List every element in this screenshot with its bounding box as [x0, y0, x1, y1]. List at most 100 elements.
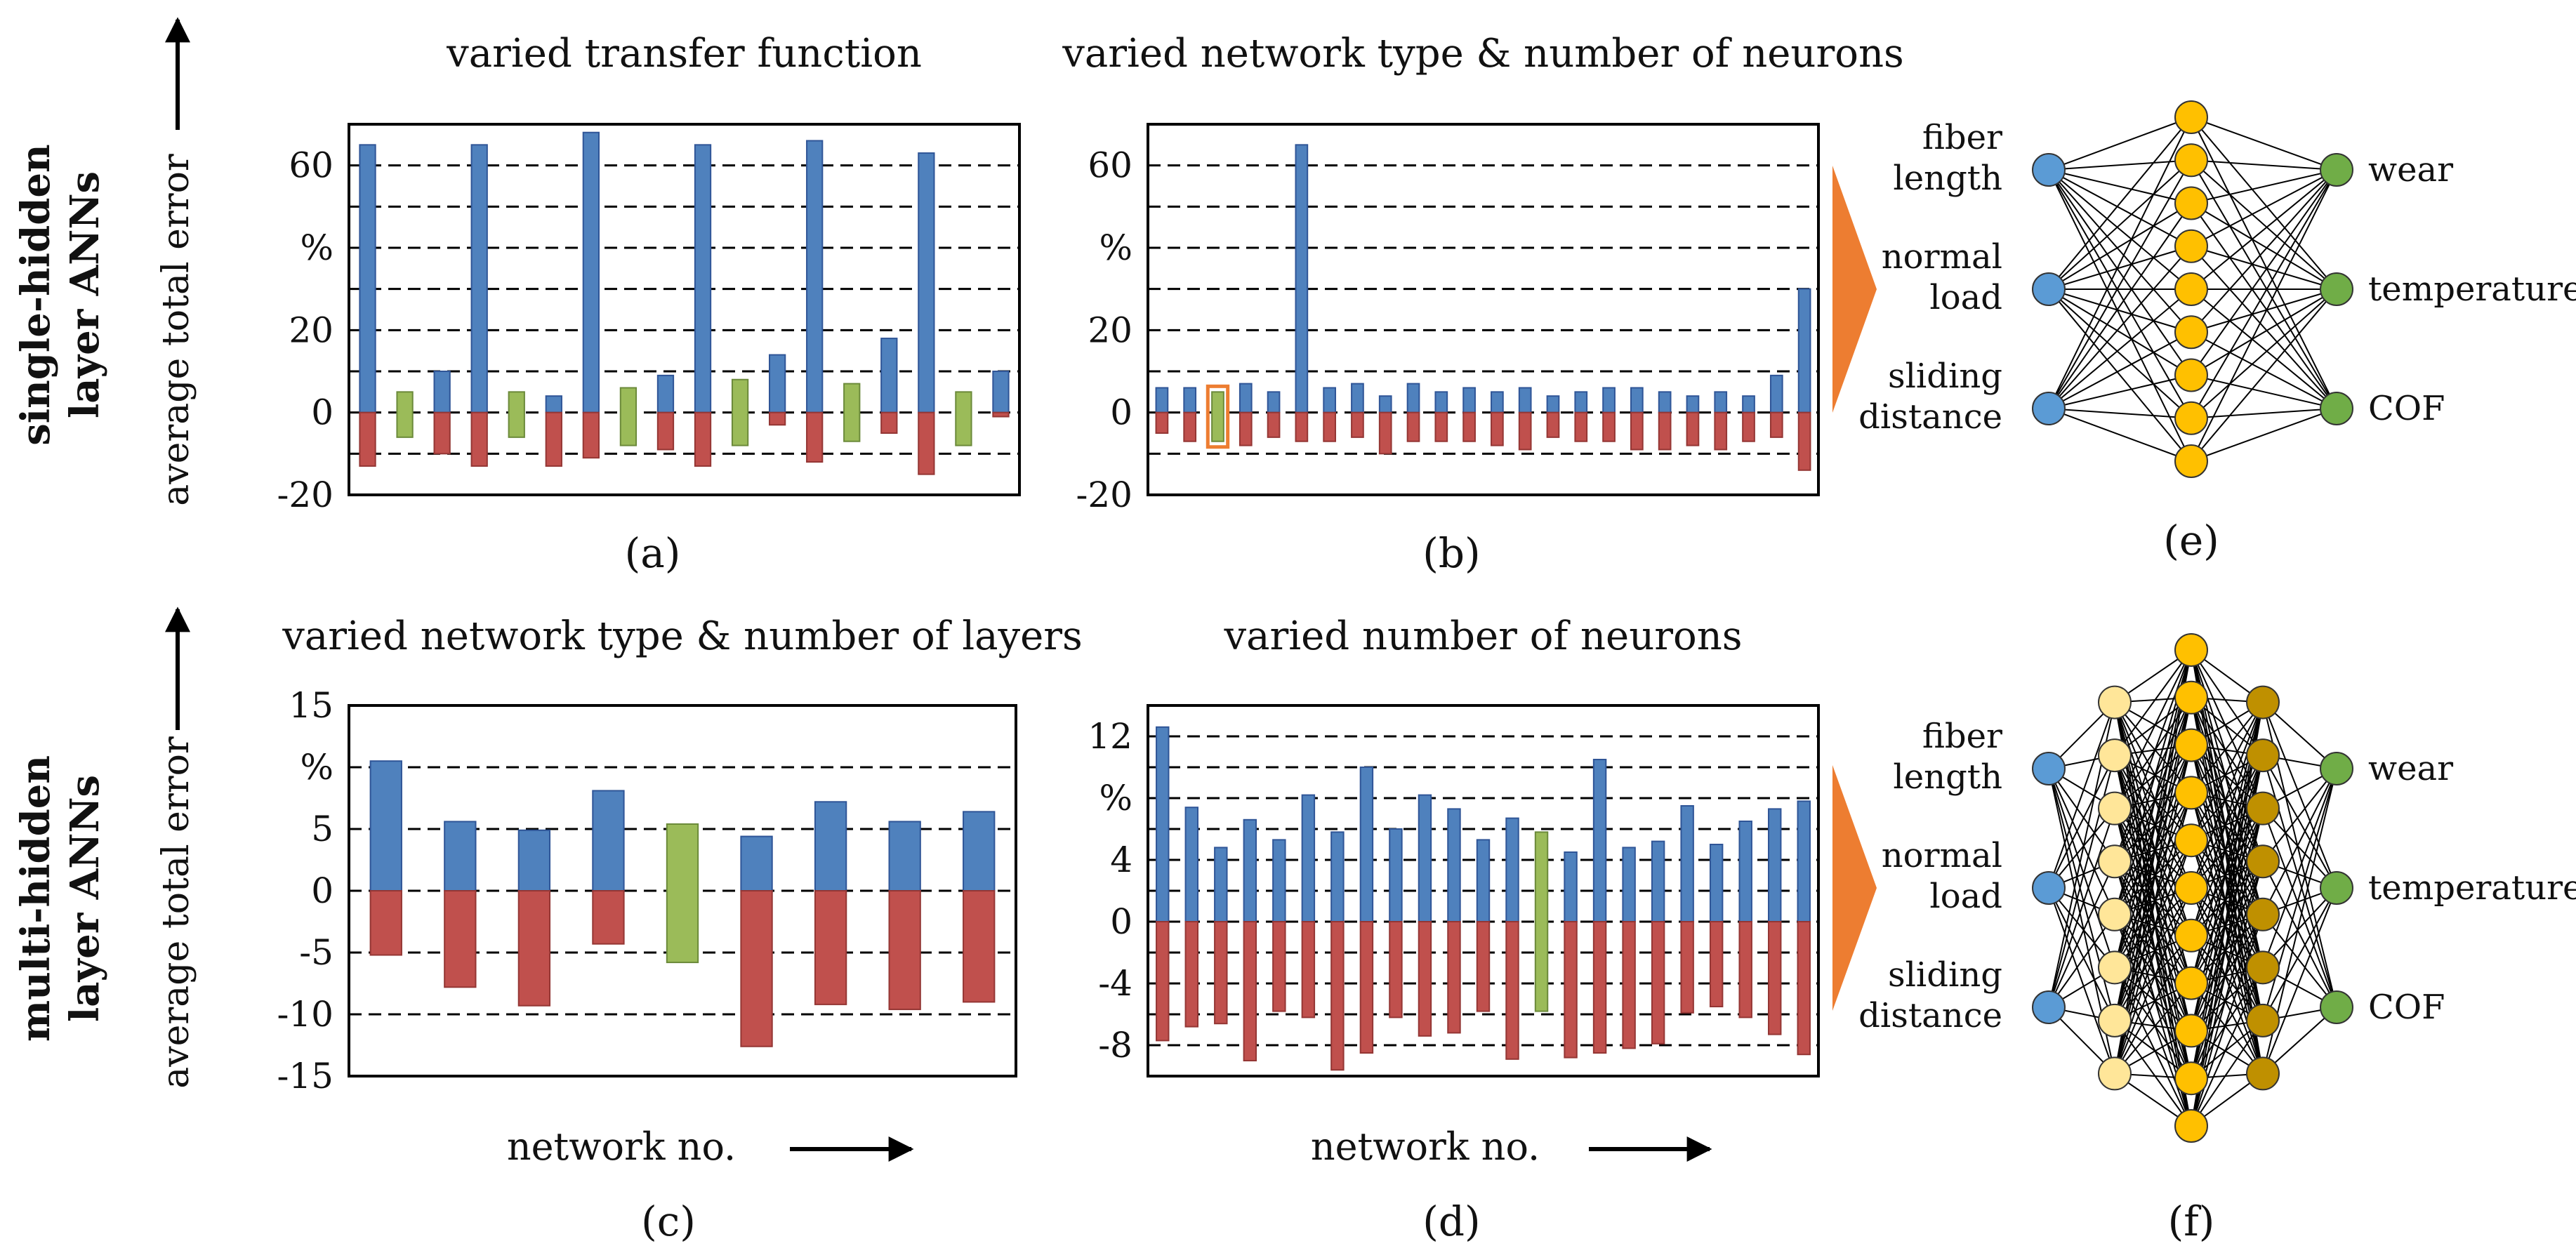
connection-line — [2191, 169, 2337, 290]
connection-line — [2114, 745, 2192, 862]
positive-bar — [545, 395, 562, 413]
connection-line — [2191, 861, 2264, 936]
negative-bar — [814, 890, 847, 1005]
negative-bar — [545, 411, 562, 467]
y-tick-label: -5 — [299, 932, 333, 973]
output-node — [2320, 272, 2353, 306]
negative-bar — [880, 411, 898, 435]
connection-line — [2191, 967, 2264, 1079]
hidden-node — [2174, 918, 2208, 953]
input-label: distance — [1858, 996, 2002, 1035]
positive-bar — [1658, 391, 1672, 413]
connection-line — [2048, 289, 2192, 409]
negative-bar — [433, 411, 451, 455]
negative-bar — [1546, 411, 1560, 438]
positive-bar — [1323, 387, 1337, 413]
connection-line — [2191, 840, 2264, 1021]
chart-panel-c: varied network type & number of layers-1… — [277, 614, 1082, 1245]
negative-bar — [1574, 411, 1588, 442]
positive-bar — [1359, 767, 1374, 922]
connection-line — [2114, 792, 2192, 915]
negative-bar — [1239, 411, 1253, 446]
positive-bar — [470, 144, 488, 413]
hidden-node — [2098, 738, 2132, 773]
network-diagram-e: fiberlengthnormalloadslidingdistancewear… — [1858, 100, 2576, 564]
hidden-node — [2174, 776, 2208, 810]
connection-line — [2114, 967, 2192, 1079]
connection-line — [2114, 887, 2192, 1021]
connection-line — [2114, 861, 2192, 984]
negative-bar — [1155, 411, 1169, 435]
connection-line — [2191, 159, 2337, 290]
hidden-node — [2174, 272, 2208, 306]
hidden-node — [2246, 844, 2280, 879]
x-axis-title-d: network no. — [1311, 1125, 1540, 1169]
positive-bar — [1518, 387, 1532, 413]
connection-line — [2191, 745, 2264, 862]
connection-line — [2114, 887, 2192, 1074]
hidden-node — [2174, 315, 2208, 350]
connection-line — [2191, 935, 2264, 1074]
row-label-top-line2: layer ANNs — [62, 171, 108, 418]
negative-bar — [1267, 411, 1281, 438]
negative-bar — [888, 890, 921, 1010]
output-label: temperature — [2368, 868, 2576, 908]
row-label-bottom-line1: multi-hidden — [13, 755, 59, 1042]
positive-bar — [433, 371, 451, 413]
connection-line — [2114, 914, 2192, 1079]
connection-line — [2262, 887, 2337, 1021]
positive-bar — [592, 790, 625, 891]
positive-bar — [1183, 387, 1197, 413]
y-tick-label: 20 — [289, 310, 333, 350]
y-tick-label: 0 — [1110, 392, 1132, 433]
positive-bar — [1680, 805, 1694, 922]
negative-bar — [1418, 921, 1432, 1037]
positive-bar — [1267, 391, 1281, 413]
y-unit-label: % — [300, 227, 333, 268]
connection-line — [2114, 840, 2192, 968]
connection-line — [2262, 887, 2337, 1074]
connection-line — [2048, 159, 2192, 171]
connection-line — [2191, 914, 2264, 1079]
input-node — [2032, 392, 2066, 425]
hidden-node — [2174, 1014, 2208, 1048]
connection-line — [2191, 117, 2337, 290]
hidden-node — [2246, 791, 2280, 825]
positive-bar — [1767, 808, 1782, 923]
positive-bar — [1797, 288, 1811, 413]
connection-line — [2048, 374, 2192, 409]
connection-line — [2114, 792, 2192, 862]
connection-line — [2191, 159, 2337, 171]
connection-line — [2048, 808, 2115, 1008]
negative-bar — [582, 411, 600, 459]
panel-label: (e) — [2163, 517, 2219, 564]
output-node — [2320, 153, 2353, 187]
connection-line — [2114, 745, 2192, 915]
input-label: fiber — [1922, 118, 2002, 157]
negative-bar — [1389, 921, 1403, 1019]
connection-line — [2191, 887, 2264, 1021]
hidden-node — [2174, 871, 2208, 905]
input-label: sliding — [1888, 357, 2002, 396]
input-node — [2032, 272, 2066, 306]
connection-line — [2114, 697, 2192, 862]
positive-bar — [1491, 391, 1504, 413]
connection-line — [2114, 792, 2192, 968]
connection-line — [2114, 808, 2192, 984]
connection-line — [2191, 702, 2264, 889]
y-tick-label: 5 — [311, 809, 333, 849]
connection-line — [2048, 169, 2192, 376]
positive-bar — [806, 140, 824, 413]
connection-line — [2114, 649, 2192, 1074]
connection-line — [2262, 807, 2337, 889]
connection-line — [2191, 887, 2264, 968]
connection-line — [2191, 1020, 2264, 1127]
negative-bar — [963, 890, 996, 1003]
negative-bar — [1769, 411, 1783, 438]
connection-line — [2114, 649, 2192, 809]
positive-bar — [1564, 851, 1578, 922]
negative-bar — [1592, 921, 1607, 1054]
negative-bar — [740, 890, 773, 1047]
input-label: sliding — [1888, 955, 2002, 995]
connection-line — [2114, 914, 2192, 1031]
